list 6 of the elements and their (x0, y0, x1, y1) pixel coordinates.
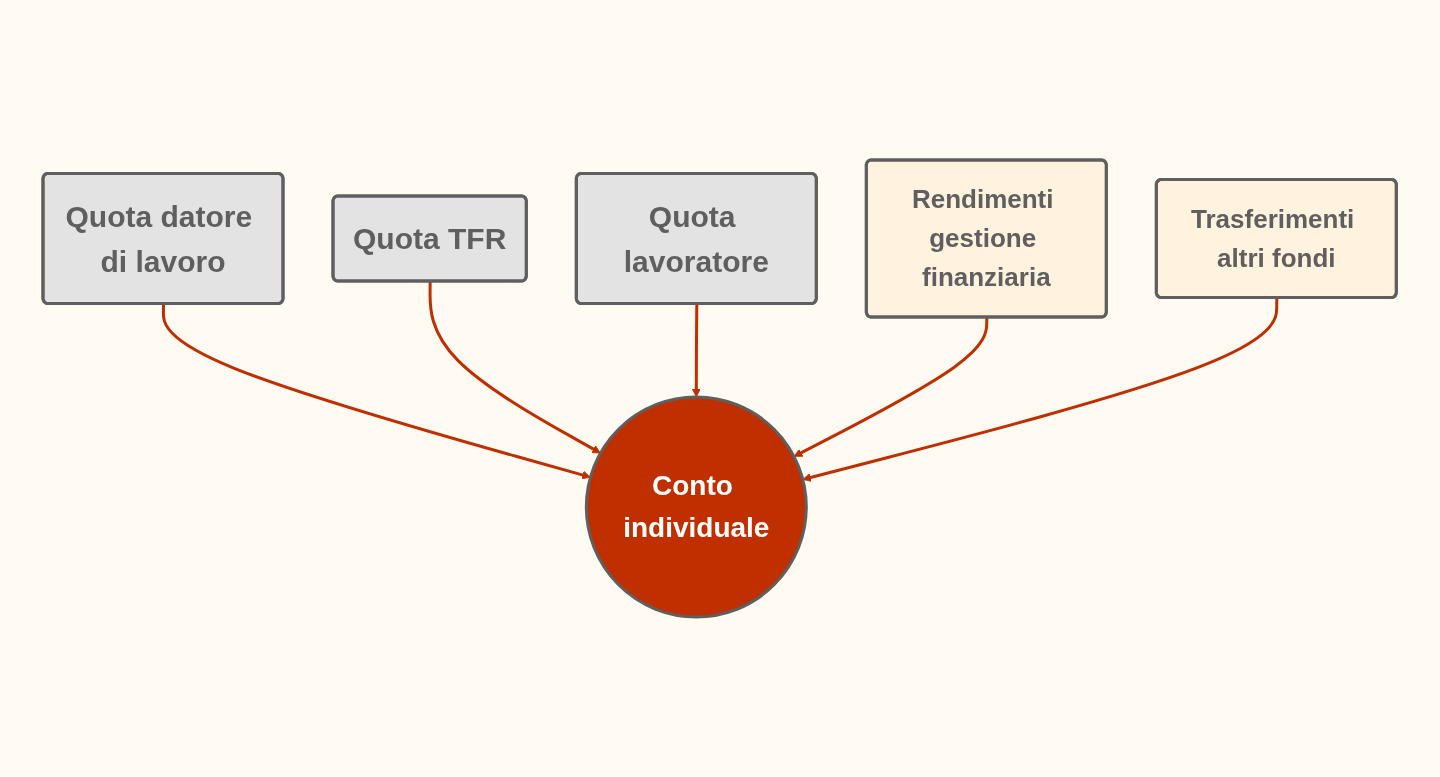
arrow (428, 281, 602, 454)
node-circle: Conto individuale (585, 395, 809, 619)
arrow (162, 304, 592, 480)
arrow (802, 298, 1279, 482)
arrow (692, 304, 702, 398)
arrow (793, 317, 989, 457)
